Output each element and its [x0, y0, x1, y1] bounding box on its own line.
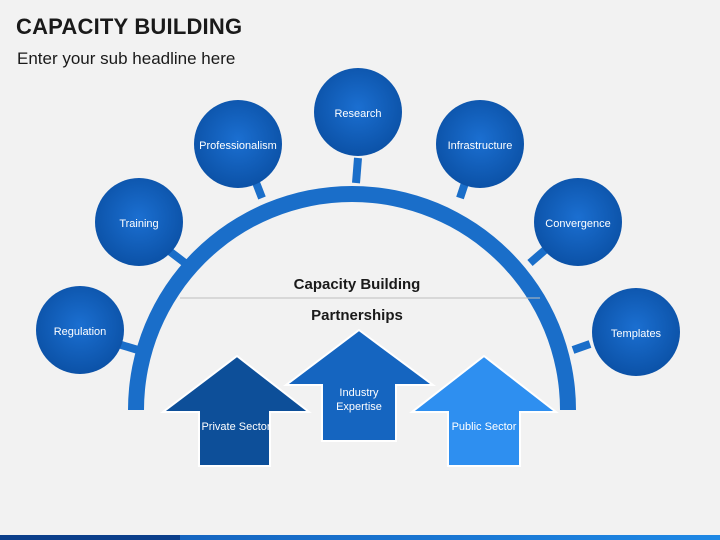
arrow-label-line1: Industry — [339, 387, 379, 399]
page-title: CAPACITY BUILDING — [16, 14, 243, 39]
center-label-top: Capacity Building — [294, 276, 421, 293]
arrow-public-sector: Public Sector — [409, 354, 559, 467]
node-label: Professionalism — [199, 140, 277, 152]
node-label: Templates — [611, 328, 662, 340]
node-label: Research — [334, 108, 381, 120]
node-templates: Templates — [592, 288, 680, 376]
page-subtitle: Enter your sub headline here — [17, 49, 236, 68]
node-label: Regulation — [54, 326, 107, 338]
node-research: Research — [314, 68, 402, 156]
node-label: Training — [119, 218, 158, 230]
node-infrastructure: Infrastructure — [436, 100, 524, 188]
arrow-label: Public Sector — [452, 421, 517, 433]
arrow-label: Private Sector — [201, 421, 270, 433]
node-regulation: Regulation — [36, 286, 124, 374]
center-label-bottom: Partnerships — [311, 307, 403, 324]
node-training: Training — [95, 178, 183, 266]
node-professionalism: Professionalism — [194, 100, 282, 188]
node-label: Infrastructure — [448, 140, 513, 152]
node-convergence: Convergence — [534, 178, 622, 266]
arrow-label-line2: Expertise — [336, 401, 382, 413]
bottom-accent-bar — [0, 535, 720, 540]
node-label: Convergence — [545, 218, 610, 230]
arrow-private-sector: Private Sector — [160, 354, 312, 467]
arrow-industry-expertise: Industry Expertise — [283, 328, 437, 442]
